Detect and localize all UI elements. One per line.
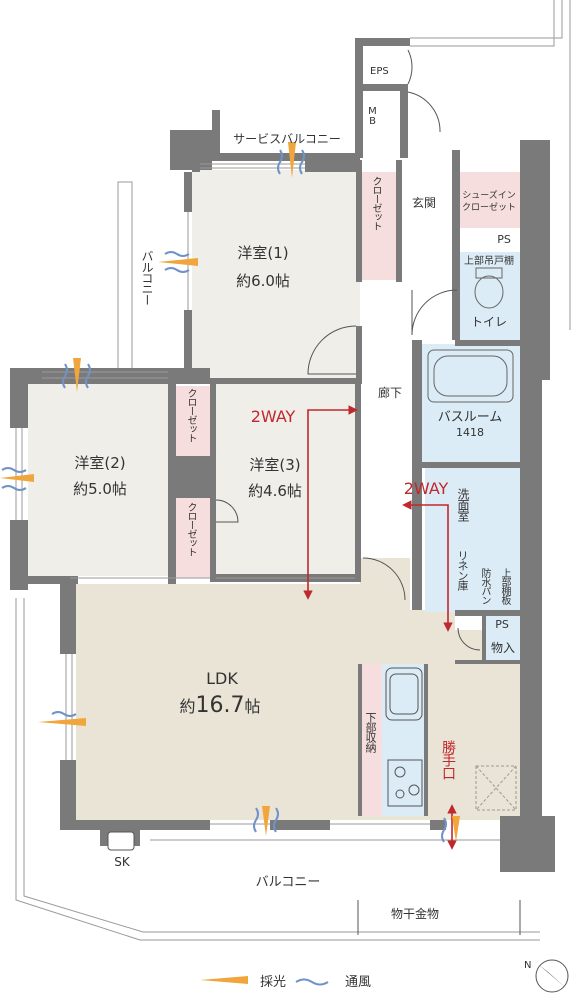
upper-shelf-label: 上部棚板: [499, 568, 510, 604]
western2-floor: [28, 384, 168, 576]
shoes-closet-label: シューズインクローゼット: [461, 191, 516, 213]
clothes-pole-marks: [357, 900, 521, 935]
toilet-fill: [458, 252, 520, 340]
western2-name: 洋室(2): [74, 454, 125, 472]
entrance-label: 玄関: [412, 195, 436, 210]
ps-label: PS: [497, 233, 511, 246]
closet1-fill: [362, 172, 396, 280]
service-door-label: 勝手口: [440, 740, 456, 779]
ldk-name: LDK: [206, 669, 238, 688]
left-balcony-label: バルコニー: [140, 250, 154, 305]
mb-label: MB: [367, 106, 378, 126]
kitchen-lower-storage-fill: [362, 664, 382, 816]
light-markers: [0, 142, 460, 984]
closet1-label: クローゼット: [370, 176, 381, 230]
two-way-arrows-2: [402, 500, 453, 632]
left-balcony-rails: [117, 181, 133, 373]
closet2b-fill: [176, 498, 210, 578]
western3-size: 約4.6帖: [248, 482, 302, 500]
western2-size: 約5.0帖: [73, 480, 127, 498]
two-way-label-1: 2WAY: [251, 407, 296, 426]
toilet-label: トイレ: [471, 315, 507, 329]
clothes-pole-label: 物干金物: [391, 906, 439, 921]
closet2b-label: クローゼット: [185, 502, 196, 556]
bathroom-name: バスルーム: [438, 410, 503, 425]
storage-fill: [486, 614, 520, 662]
north-label: N: [524, 960, 531, 971]
closet2a-label: クローゼット: [185, 388, 196, 442]
ldk-size-prefix: 約: [179, 697, 195, 716]
legend-ventilation-label: 通風: [345, 975, 371, 990]
ps2-label: PS: [495, 618, 509, 631]
legend-light-label: 採光: [260, 975, 286, 990]
two-way-label-2: 2WAY: [404, 479, 449, 498]
kitchen-fixtures: [385, 667, 423, 807]
bathtub: [427, 349, 514, 403]
service-balcony-label: サービスバルコニー: [233, 132, 341, 146]
ldk-size-value: 16.7: [196, 693, 245, 718]
waterproof-pan-label: 防水パン: [479, 568, 490, 604]
balcony-outline: [15, 598, 540, 941]
two-way-arrows-1: [303, 405, 358, 600]
compass: [535, 959, 569, 993]
fridge-space: [475, 765, 517, 811]
western1-name: 洋室(1): [237, 244, 288, 262]
western3-name: 洋室(3): [249, 456, 300, 474]
lower-storage-label: 下部収納: [364, 712, 377, 752]
western1-size: 約6.0帖: [236, 272, 290, 290]
toilet-fixture: [474, 267, 504, 309]
balcony-bottom-label: バルコニー: [256, 875, 321, 890]
upper-cabinet-label: 上部吊戸棚: [464, 254, 514, 267]
ventilation-markers: [1, 149, 447, 986]
storage-label: 物入: [491, 641, 515, 655]
sk-sink: [107, 831, 135, 851]
western1-floor: [192, 170, 360, 380]
shoes-closet-fill: [458, 172, 520, 228]
walls: [10, 38, 555, 872]
closet2a-fill: [176, 386, 210, 456]
linen-label: リネン庫: [456, 550, 469, 590]
bathroom-model-text: 1418: [456, 426, 484, 439]
ldk-size: 約16.7帖: [179, 693, 260, 718]
eps-label: EPS: [370, 66, 389, 77]
corridor-label: 廊下: [378, 385, 402, 400]
sk-label: SK: [114, 855, 131, 869]
top-railing: [410, 0, 571, 330]
bath-fill: [420, 344, 520, 462]
ldk-size-suffix: 帖: [244, 697, 260, 716]
washroom-label: 洗面室: [456, 488, 470, 521]
